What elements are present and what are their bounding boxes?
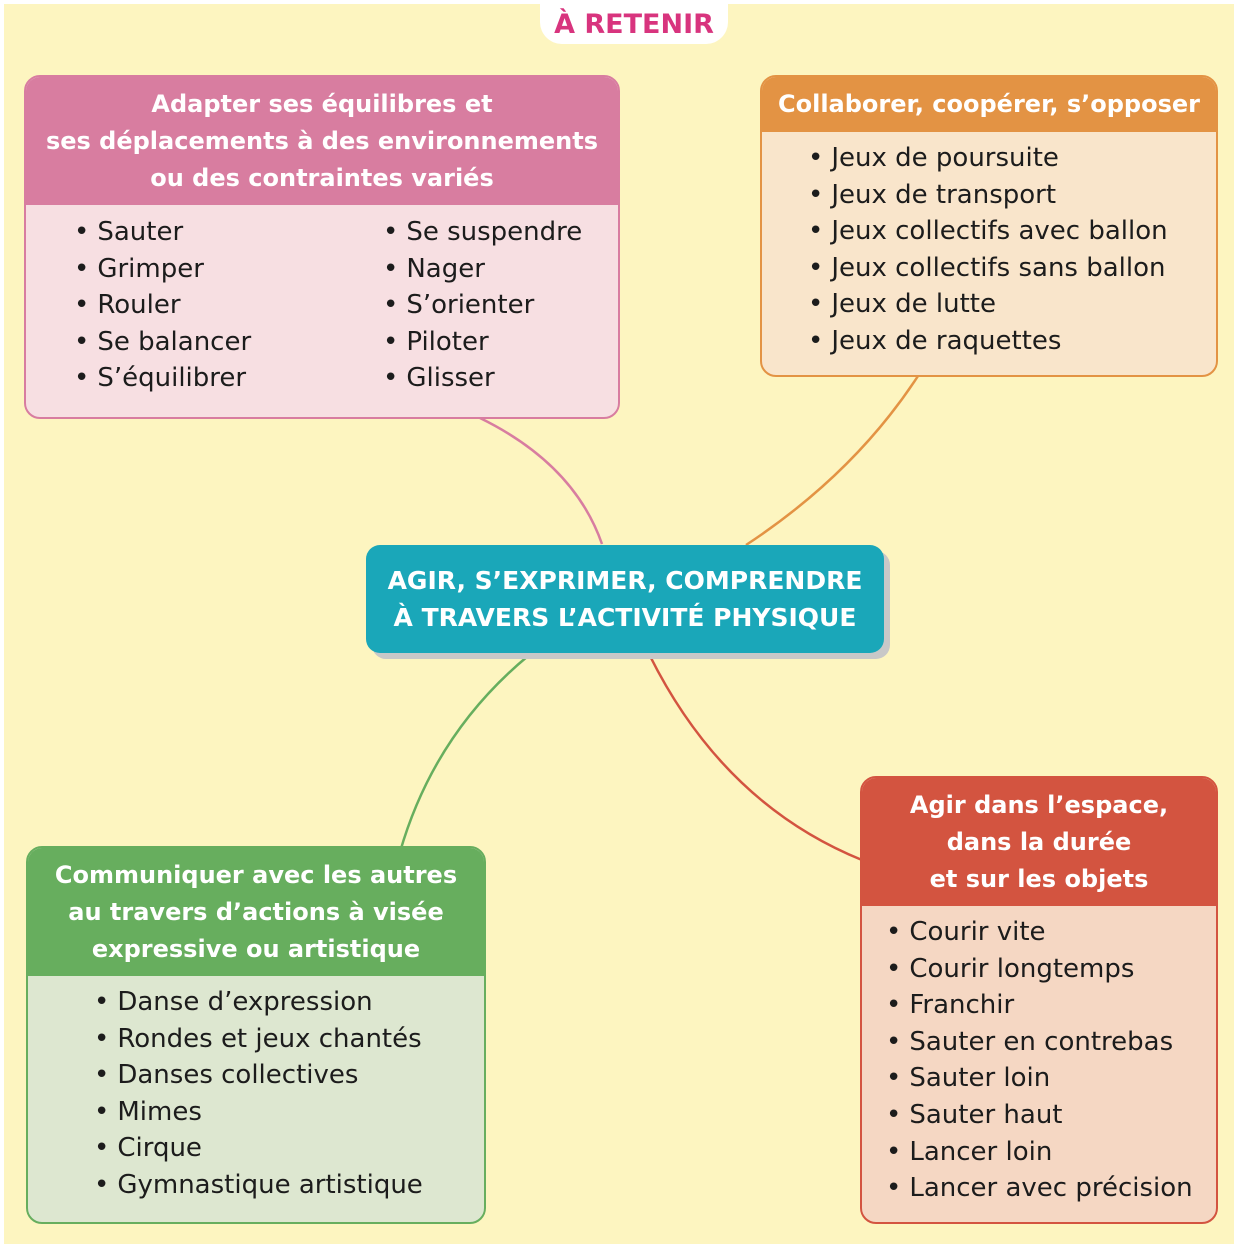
list-item: Lancer avec précision (886, 1170, 1192, 1207)
list-item: S’orienter (383, 287, 582, 324)
center-topic-line: À TRAVERS L’ACTIVITÉ PHYSIQUE (393, 603, 857, 632)
list-item: Grimper (74, 251, 251, 288)
box-equilibres-list-left: Sauter Grimper Rouler Se balancer S’équi… (74, 214, 251, 397)
center-topic-line: AGIR, S’EXPRIMER, COMPRENDRE (387, 566, 863, 595)
list-item: Cirque (94, 1130, 423, 1167)
box-espace-title-line: Agir dans l’espace, (909, 790, 1169, 819)
a-retenir-badge: À RETENIR (540, 4, 728, 44)
box-espace: Agir dans l’espace, dans la durée et sur… (860, 776, 1218, 1224)
list-item: Jeux de poursuite (808, 140, 1168, 177)
list-item: S’équilibrer (74, 360, 251, 397)
box-collaborer-title-line: Collaborer, coopérer, s’opposer (777, 90, 1200, 118)
center-topic: AGIR, S’EXPRIMER, COMPRENDRE À TRAVERS L… (366, 545, 884, 653)
box-communiquer-title-line: au travers d’actions à visée (68, 897, 444, 926)
box-espace-list: Courir vite Courir longtemps Franchir Sa… (886, 914, 1193, 1207)
box-equilibres-title-line: ou des contraintes variés (150, 164, 494, 192)
list-item: Sauter haut (886, 1097, 1193, 1134)
list-item: Se suspendre (383, 214, 582, 251)
box-collaborer-list: Jeux de poursuite Jeux de transport Jeux… (808, 140, 1168, 360)
connector-pink (479, 416, 604, 545)
box-collaborer: Collaborer, coopérer, s’opposer Jeux de … (760, 75, 1218, 377)
list-item: Rouler (74, 287, 251, 324)
list-item: Jeux de transport (808, 177, 1168, 214)
list-item: Gymnastique artistique (94, 1167, 422, 1204)
box-equilibres-title: Adapter ses équilibres et ses déplacemen… (26, 77, 618, 205)
box-equilibres: Adapter ses équilibres et ses déplacemen… (24, 75, 620, 419)
box-collaborer-title: Collaborer, coopérer, s’opposer (762, 77, 1216, 132)
list-item: Se balancer (74, 324, 251, 361)
connector-orange (745, 375, 920, 547)
box-communiquer: Communiquer avec les autres au travers d… (26, 846, 486, 1224)
list-item: Jeux de lutte (808, 286, 1168, 323)
box-espace-title-line: et sur les objets (929, 864, 1149, 893)
box-communiquer-title-line: Communiquer avec les autres (54, 860, 458, 889)
list-item: Franchir (886, 987, 1193, 1024)
list-item: Mimes (94, 1094, 423, 1131)
list-item: Danse d’expression (94, 984, 423, 1021)
list-item: Jeux de raquettes (808, 323, 1168, 360)
box-equilibres-title-line: ses déplacements à des environnements (45, 127, 599, 155)
box-equilibres-list-right: Se suspendre Nager S’orienter Piloter Gl… (383, 214, 582, 397)
box-communiquer-title: Communiquer avec les autres au travers d… (28, 848, 484, 976)
list-item: Courir longtemps (886, 951, 1193, 988)
list-item: Glisser (383, 360, 582, 397)
list-item: Piloter (383, 324, 582, 361)
list-item: Jeux collectifs avec ballon (808, 213, 1167, 250)
connector-red (648, 655, 863, 862)
list-item: Sauter loin (886, 1060, 1193, 1097)
mind-map-page: À RETENIR Adapter ses équilibres et ses … (4, 4, 1234, 1244)
box-espace-title: Agir dans l’espace, dans la durée et sur… (862, 778, 1216, 906)
list-item: Sauter en contrebas (886, 1024, 1193, 1061)
box-espace-title-line: dans la durée (946, 827, 1132, 856)
connector-green (398, 655, 529, 853)
box-communiquer-title-line: expressive ou artistique (91, 934, 421, 963)
list-item: Danses collectives (94, 1057, 423, 1094)
list-item: Courir vite (886, 914, 1193, 951)
connector-lines (398, 375, 920, 862)
list-item: Lancer loin (886, 1134, 1193, 1171)
a-retenir-label: À RETENIR (554, 8, 714, 40)
list-item: Jeux collectifs sans ballon (808, 250, 1168, 287)
list-item: Sauter (74, 214, 251, 251)
box-equilibres-title-line: Adapter ses équilibres et (151, 90, 493, 118)
box-equilibres-body: Sauter Grimper Rouler Se balancer S’équi… (26, 205, 618, 415)
box-communiquer-list: Danse d’expression Rondes et jeux chanté… (94, 984, 423, 1204)
list-item: Nager (383, 251, 582, 288)
list-item: Rondes et jeux chantés (94, 1021, 423, 1058)
